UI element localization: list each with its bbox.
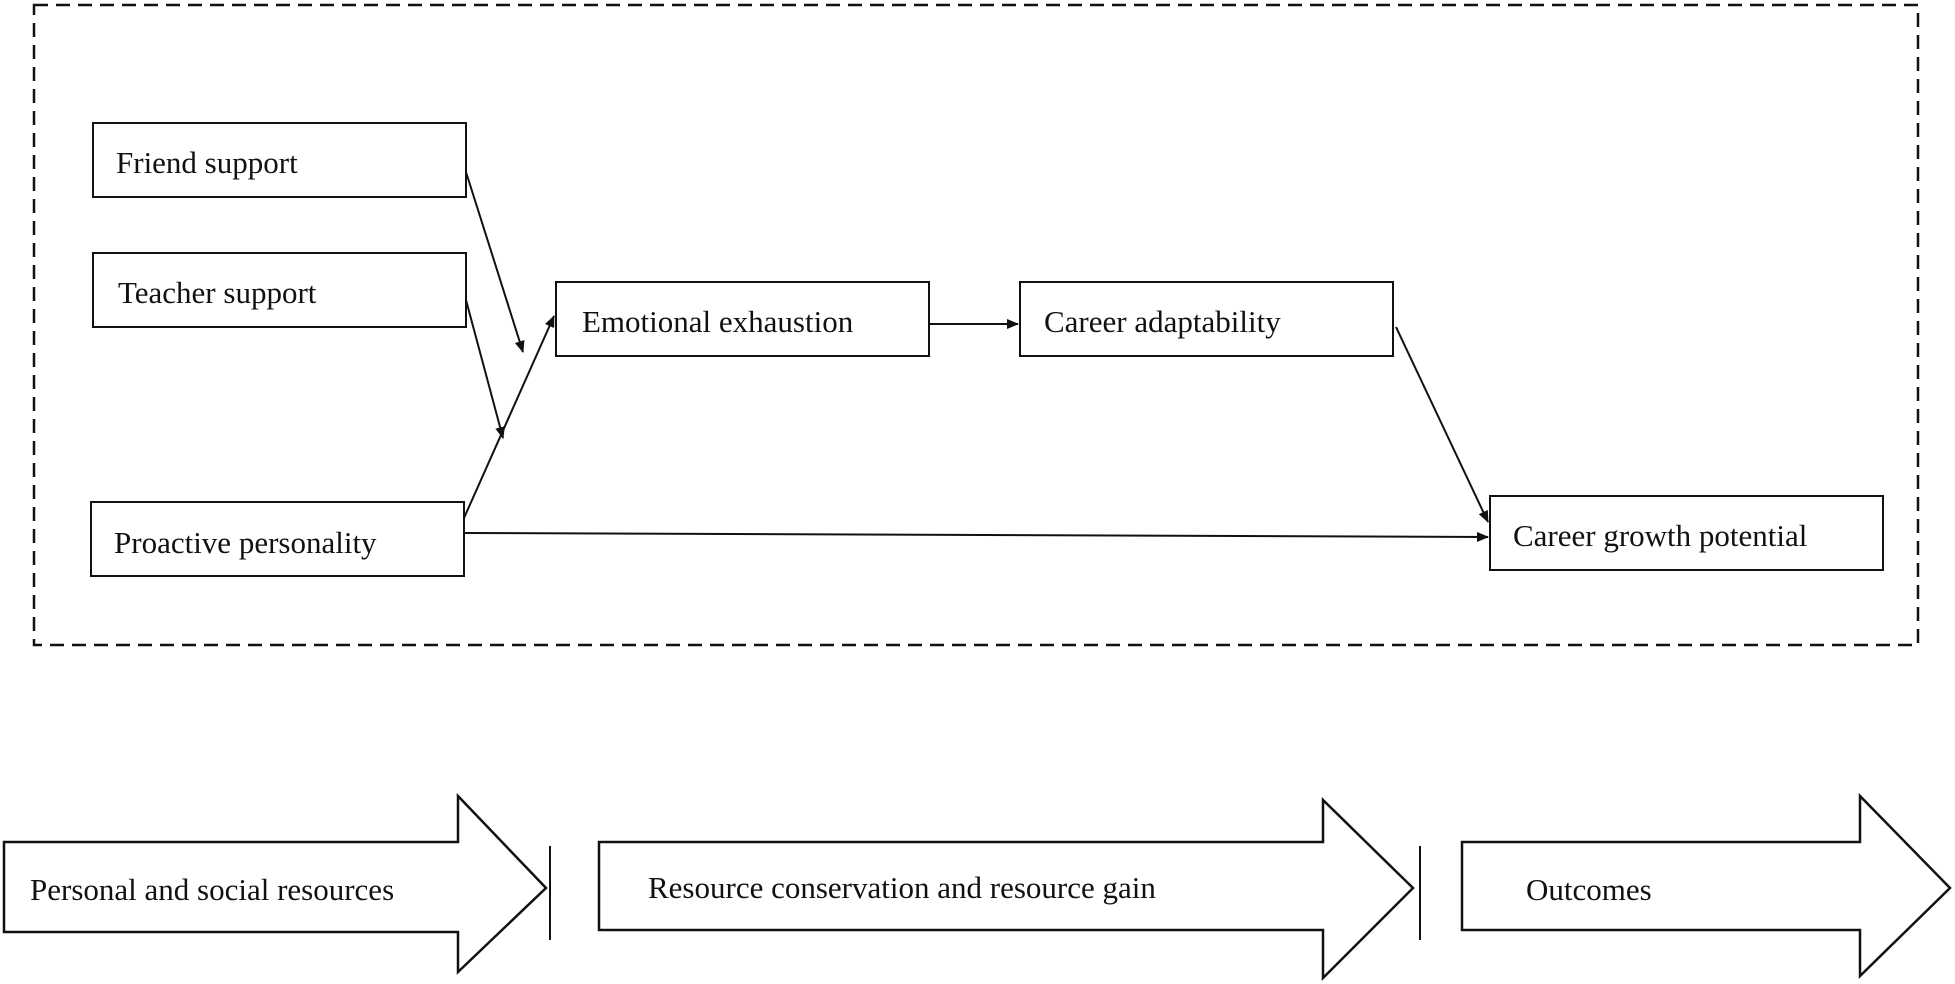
node-friend-support: Friend support xyxy=(92,122,467,198)
node-label: Friend support xyxy=(116,145,298,180)
node-teacher-support: Teacher support xyxy=(92,252,467,328)
arrow-proactive-to-growth xyxy=(463,531,1489,542)
arrow-proactive-to-exhaustion xyxy=(463,315,555,519)
arrow-friend-to-exhaustion-path xyxy=(465,171,525,353)
node-label: Emotional exhaustion xyxy=(582,304,854,339)
stage-label: Personal and social resources xyxy=(30,872,394,907)
stage-label: Outcomes xyxy=(1526,872,1652,907)
node-career-adaptability: Career adaptability xyxy=(1019,281,1394,357)
stage-label: Resource conservation and resource gain xyxy=(648,870,1156,905)
node-proactive-personality: Proactive personality xyxy=(90,501,465,577)
arrow-teacher-to-exhaustion-path xyxy=(465,299,505,439)
stage-arrow-outcomes: Outcomes xyxy=(1460,792,1952,979)
stage-arrow-personal-social: Personal and social resources xyxy=(2,792,548,975)
node-career-growth-potential: Career growth potential xyxy=(1489,495,1884,571)
arrow-adaptability-to-growth xyxy=(1395,326,1489,523)
model-frame xyxy=(32,3,1920,647)
node-label: Teacher support xyxy=(118,275,317,310)
node-label: Proactive personality xyxy=(114,525,377,560)
node-label: Career adaptability xyxy=(1044,304,1281,339)
node-emotional-exhaustion: Emotional exhaustion xyxy=(555,281,930,357)
stage-arrow-conservation-gain: Resource conservation and resource gain xyxy=(597,797,1415,982)
node-label: Career growth potential xyxy=(1513,518,1807,553)
